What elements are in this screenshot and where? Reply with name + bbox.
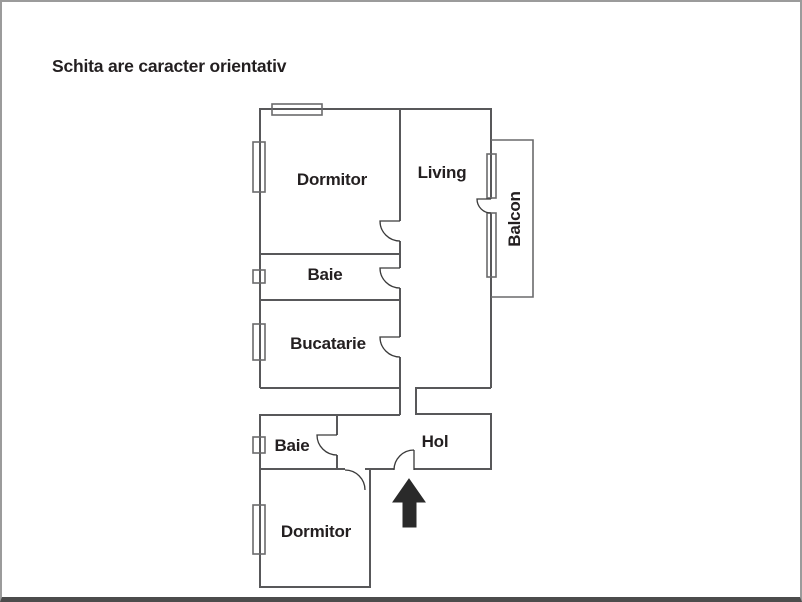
window-balcony-upper [486, 153, 497, 199]
room-label-living: Living [418, 163, 467, 182]
room-label-bucatarie: Bucatarie [290, 334, 366, 353]
room-label-baie-bottom: Baie [274, 436, 309, 455]
entrance-arrow-icon [392, 478, 426, 528]
wall-balcony [491, 139, 534, 298]
window-dormitor-top-wall [271, 103, 323, 116]
doors [316, 198, 492, 491]
room-label-balcon: Balcon [505, 191, 524, 246]
door-entrance [393, 449, 415, 471]
door-dormitor-top [379, 220, 401, 242]
window-balcony-lower [486, 212, 497, 278]
window-dormitor-left [252, 141, 266, 193]
window-dormitor-bottom [252, 504, 266, 555]
window-baie-bottom [252, 436, 266, 454]
door-baie-bottom [316, 434, 338, 456]
room-label-baie-top: Baie [307, 265, 342, 284]
walls [259, 108, 534, 588]
door-baie-top [379, 267, 401, 289]
window-baie-top [252, 269, 266, 284]
room-label-hol: Hol [422, 432, 449, 451]
door-balcony [476, 198, 492, 214]
page-title: Schita are caracter orientativ [52, 56, 287, 76]
room-label-dormitor-top: Dormitor [297, 170, 368, 189]
door-dormitor-bottom [344, 469, 366, 491]
windows [252, 103, 497, 555]
room-label-dormitor-bottom: Dormitor [281, 522, 352, 541]
wall-living-bottom-notch [415, 387, 492, 469]
window-bucatarie [252, 323, 266, 361]
door-bucatarie [379, 336, 401, 358]
